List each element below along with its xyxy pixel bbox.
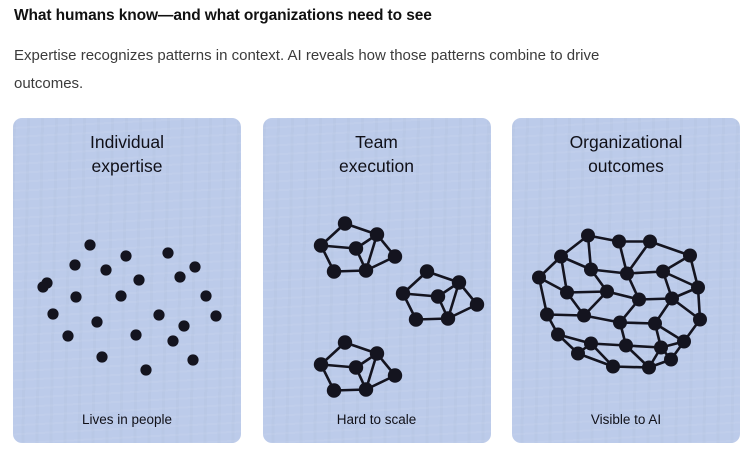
card-individual-expertise[interactable]: Individual expertise Lives in people [13,118,241,443]
page-title: What humans know—and what organizations … [14,7,432,24]
mesh-network-diagram [512,196,740,418]
card-title-organizational-outcomes: Organizational outcomes [512,130,740,178]
card-title-line-2: outcomes [588,156,664,176]
card-caption-individual-expertise: Lives in people [81,412,173,427]
card-team-execution[interactable]: Team execution Hard to scale [262,118,491,443]
card-row: Individual expertise Lives in people Tea… [13,118,740,443]
card-title-team-execution: Team execution [263,130,491,178]
isolated-clusters-diagram [263,196,491,418]
card-caption-organizational-outcomes: Visible to AI [590,412,662,427]
card-title-line-2: expertise [91,156,163,176]
page-subtitle: Expertise recognizes patterns in context… [14,47,600,92]
card-organizational-outcomes[interactable]: Organizational outcomes Visible to AI [512,118,740,443]
card-title-line-1: Team [355,132,398,152]
card-caption-team-execution: Hard to scale [336,412,417,427]
card-title-individual-expertise: Individual expertise [13,130,241,178]
card-title-line-1: Organizational [569,132,683,152]
card-title-line-2: execution [339,156,414,176]
scatter-points-diagram [13,196,241,418]
card-title-line-1: Individual [90,132,164,152]
